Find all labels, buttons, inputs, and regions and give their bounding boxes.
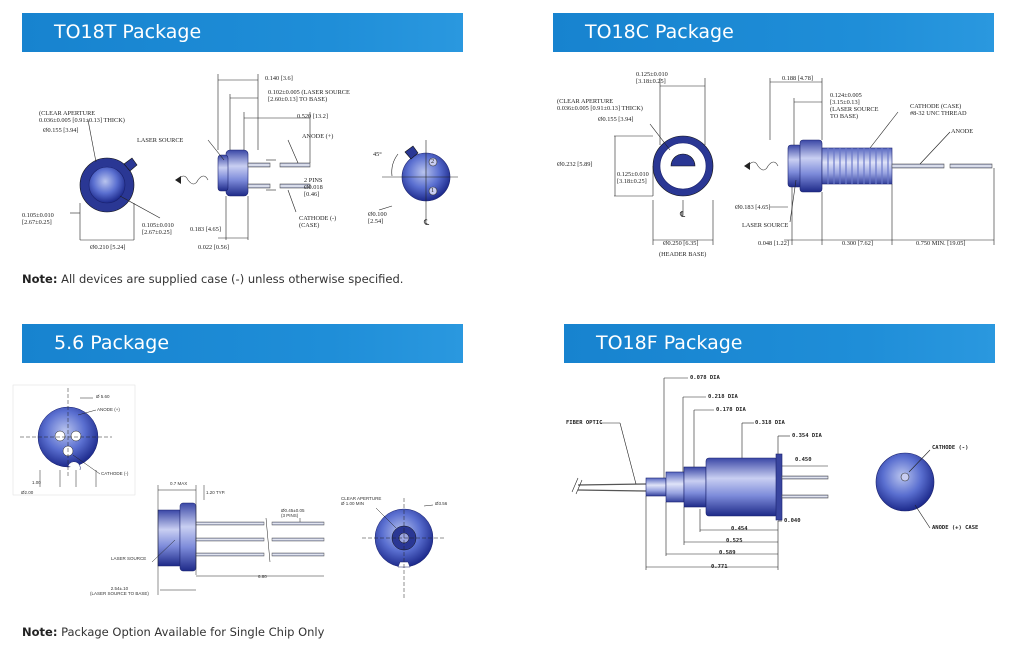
p56-pins: Ø0.45±0.05(3 PINS) bbox=[281, 508, 305, 518]
header-to18t: TO18T Package bbox=[22, 13, 463, 52]
to18f-d078: 0.078 DIA bbox=[690, 375, 720, 381]
note-label: Note: bbox=[22, 625, 58, 639]
to18f-d450: 0.450 bbox=[795, 457, 812, 463]
p56-dia356: Ø3.56 bbox=[435, 501, 448, 506]
to18c-dia250: Ø0.250 [6.35] bbox=[663, 240, 699, 247]
p56-d254: 2.54±.10(LASER SOURCE TO BASE) bbox=[90, 586, 149, 596]
title-to18c: TO18C Package bbox=[585, 21, 734, 43]
to18f-fiber: FIBER OPTIC bbox=[566, 420, 603, 426]
to18f-anode: ANODE (+) CASE bbox=[932, 525, 979, 531]
to18t-drawing bbox=[70, 74, 458, 241]
to18c-d188: 0.188 [4.78] bbox=[782, 75, 813, 82]
to18c-cathode: CATHODE (CASE)#8-32 UNC THREAD bbox=[910, 103, 967, 117]
to18f-d589: 0.589 bbox=[719, 550, 736, 556]
to18c-d048: 0.048 [1.22] bbox=[758, 240, 789, 247]
to18f-d525: 0.525 bbox=[726, 538, 743, 544]
to18f-d318: 0.318 DIA bbox=[755, 420, 785, 426]
to18t-d105b: 0.105±0.010[2.67±0.25] bbox=[142, 222, 174, 236]
p56-dia560: Ø 5.60 bbox=[96, 394, 110, 399]
p56-cathode: CATHODE (-) bbox=[101, 471, 129, 476]
to18c-d125top: 0.125±0.010[3.18±0.25] bbox=[636, 71, 668, 85]
to18t-d183: 0.183 [4.65] bbox=[190, 226, 221, 233]
note-text: All devices are supplied case (-) unless… bbox=[57, 272, 404, 286]
p56-anode: ANODE (+) bbox=[97, 407, 120, 412]
note-single-chip: Note: Package Option Available for Singl… bbox=[22, 625, 324, 639]
to18t-d520: 0.520 [13.2] bbox=[297, 113, 328, 120]
to18f-d040: 0.040 bbox=[784, 518, 801, 524]
to18c-header-base: (HEADER BASE) bbox=[659, 251, 707, 258]
note-supplied-case: Note: All devices are supplied case (-) … bbox=[22, 272, 403, 286]
note-text: Package Option Available for Single Chip… bbox=[57, 625, 325, 639]
title-to18t: TO18T Package bbox=[54, 21, 202, 43]
to18t-anode: ANODE (+) bbox=[302, 133, 334, 140]
p56-d100: 1.00 bbox=[32, 480, 41, 485]
to18t-d102: 0.102±0.005 (LASER SOURCE[2.60±0.13] TO … bbox=[268, 89, 350, 103]
p56-drawing bbox=[12, 384, 446, 598]
header-to18c: TO18C Package bbox=[553, 13, 994, 52]
p56-d680: 6.80 bbox=[258, 574, 267, 579]
to18c-anode: ANODE bbox=[951, 128, 974, 135]
to18c-d750: 0.750 MIN. [19.05] bbox=[916, 240, 966, 247]
to18f-d178: 0.178 DIA bbox=[716, 407, 746, 413]
to18t-laser-source: LASER SOURCE bbox=[137, 137, 184, 144]
note-label: Note: bbox=[22, 272, 58, 286]
to18t-pin1: 1 bbox=[431, 187, 435, 194]
to18c-drawing bbox=[614, 78, 995, 245]
to18t-pin2: 2 bbox=[431, 158, 435, 165]
to18t-centerline: ℄ bbox=[424, 218, 430, 227]
p56-max: 0.7 MAX bbox=[170, 481, 188, 486]
to18t-d022: 0.022 [0.56] bbox=[198, 244, 229, 251]
to18c-dia232: Ø0.232 [5.89] bbox=[557, 161, 593, 168]
to18t-dia210: Ø0.210 [5.24] bbox=[90, 244, 126, 251]
title-to18f: TO18F Package bbox=[596, 332, 743, 354]
to18f-d454: 0.454 bbox=[731, 526, 748, 532]
to18t-cathode: CATHODE (-)(CASE) bbox=[299, 215, 337, 229]
to18t-d140: 0.140 [3.6] bbox=[265, 75, 293, 82]
to18t-d105a: 0.105±0.010[2.67±0.25] bbox=[22, 212, 54, 226]
header-to18f: TO18F Package bbox=[564, 324, 995, 363]
to18c-d183: Ø0.183 [4.65] bbox=[735, 204, 771, 211]
to18c-d125mid: 0.125±0.010[3.18±0.25] bbox=[617, 171, 649, 185]
p56-dia200: Ø2.00 bbox=[21, 490, 34, 495]
header-56: 5.6 Package bbox=[22, 324, 463, 363]
p56-laser-source: LASER SOURCE bbox=[111, 556, 147, 561]
to18t-d100: Ø0.100[2.54] bbox=[368, 211, 387, 225]
to18f-d218: 0.218 DIA bbox=[708, 394, 738, 400]
to18f-d771: 0.771 bbox=[711, 564, 728, 570]
to18c-laser-source: LASER SOURCE bbox=[742, 222, 789, 229]
to18c-d300: 0.300 [7.62] bbox=[842, 240, 873, 247]
to18t-45deg: 45° bbox=[373, 151, 382, 158]
to18c-centerline: ℄ bbox=[680, 210, 686, 219]
to18t-dia155: Ø0.155 [3.94] bbox=[43, 127, 79, 134]
title-56: 5.6 Package bbox=[54, 332, 170, 354]
p56-typ: 1.20 TYP. bbox=[206, 490, 226, 495]
to18c-dia155: Ø0.155 [3.94] bbox=[598, 116, 634, 123]
to18f-cathode: CATHODE (-) bbox=[932, 445, 969, 451]
to18f-d354: 0.354 DIA bbox=[792, 433, 822, 439]
